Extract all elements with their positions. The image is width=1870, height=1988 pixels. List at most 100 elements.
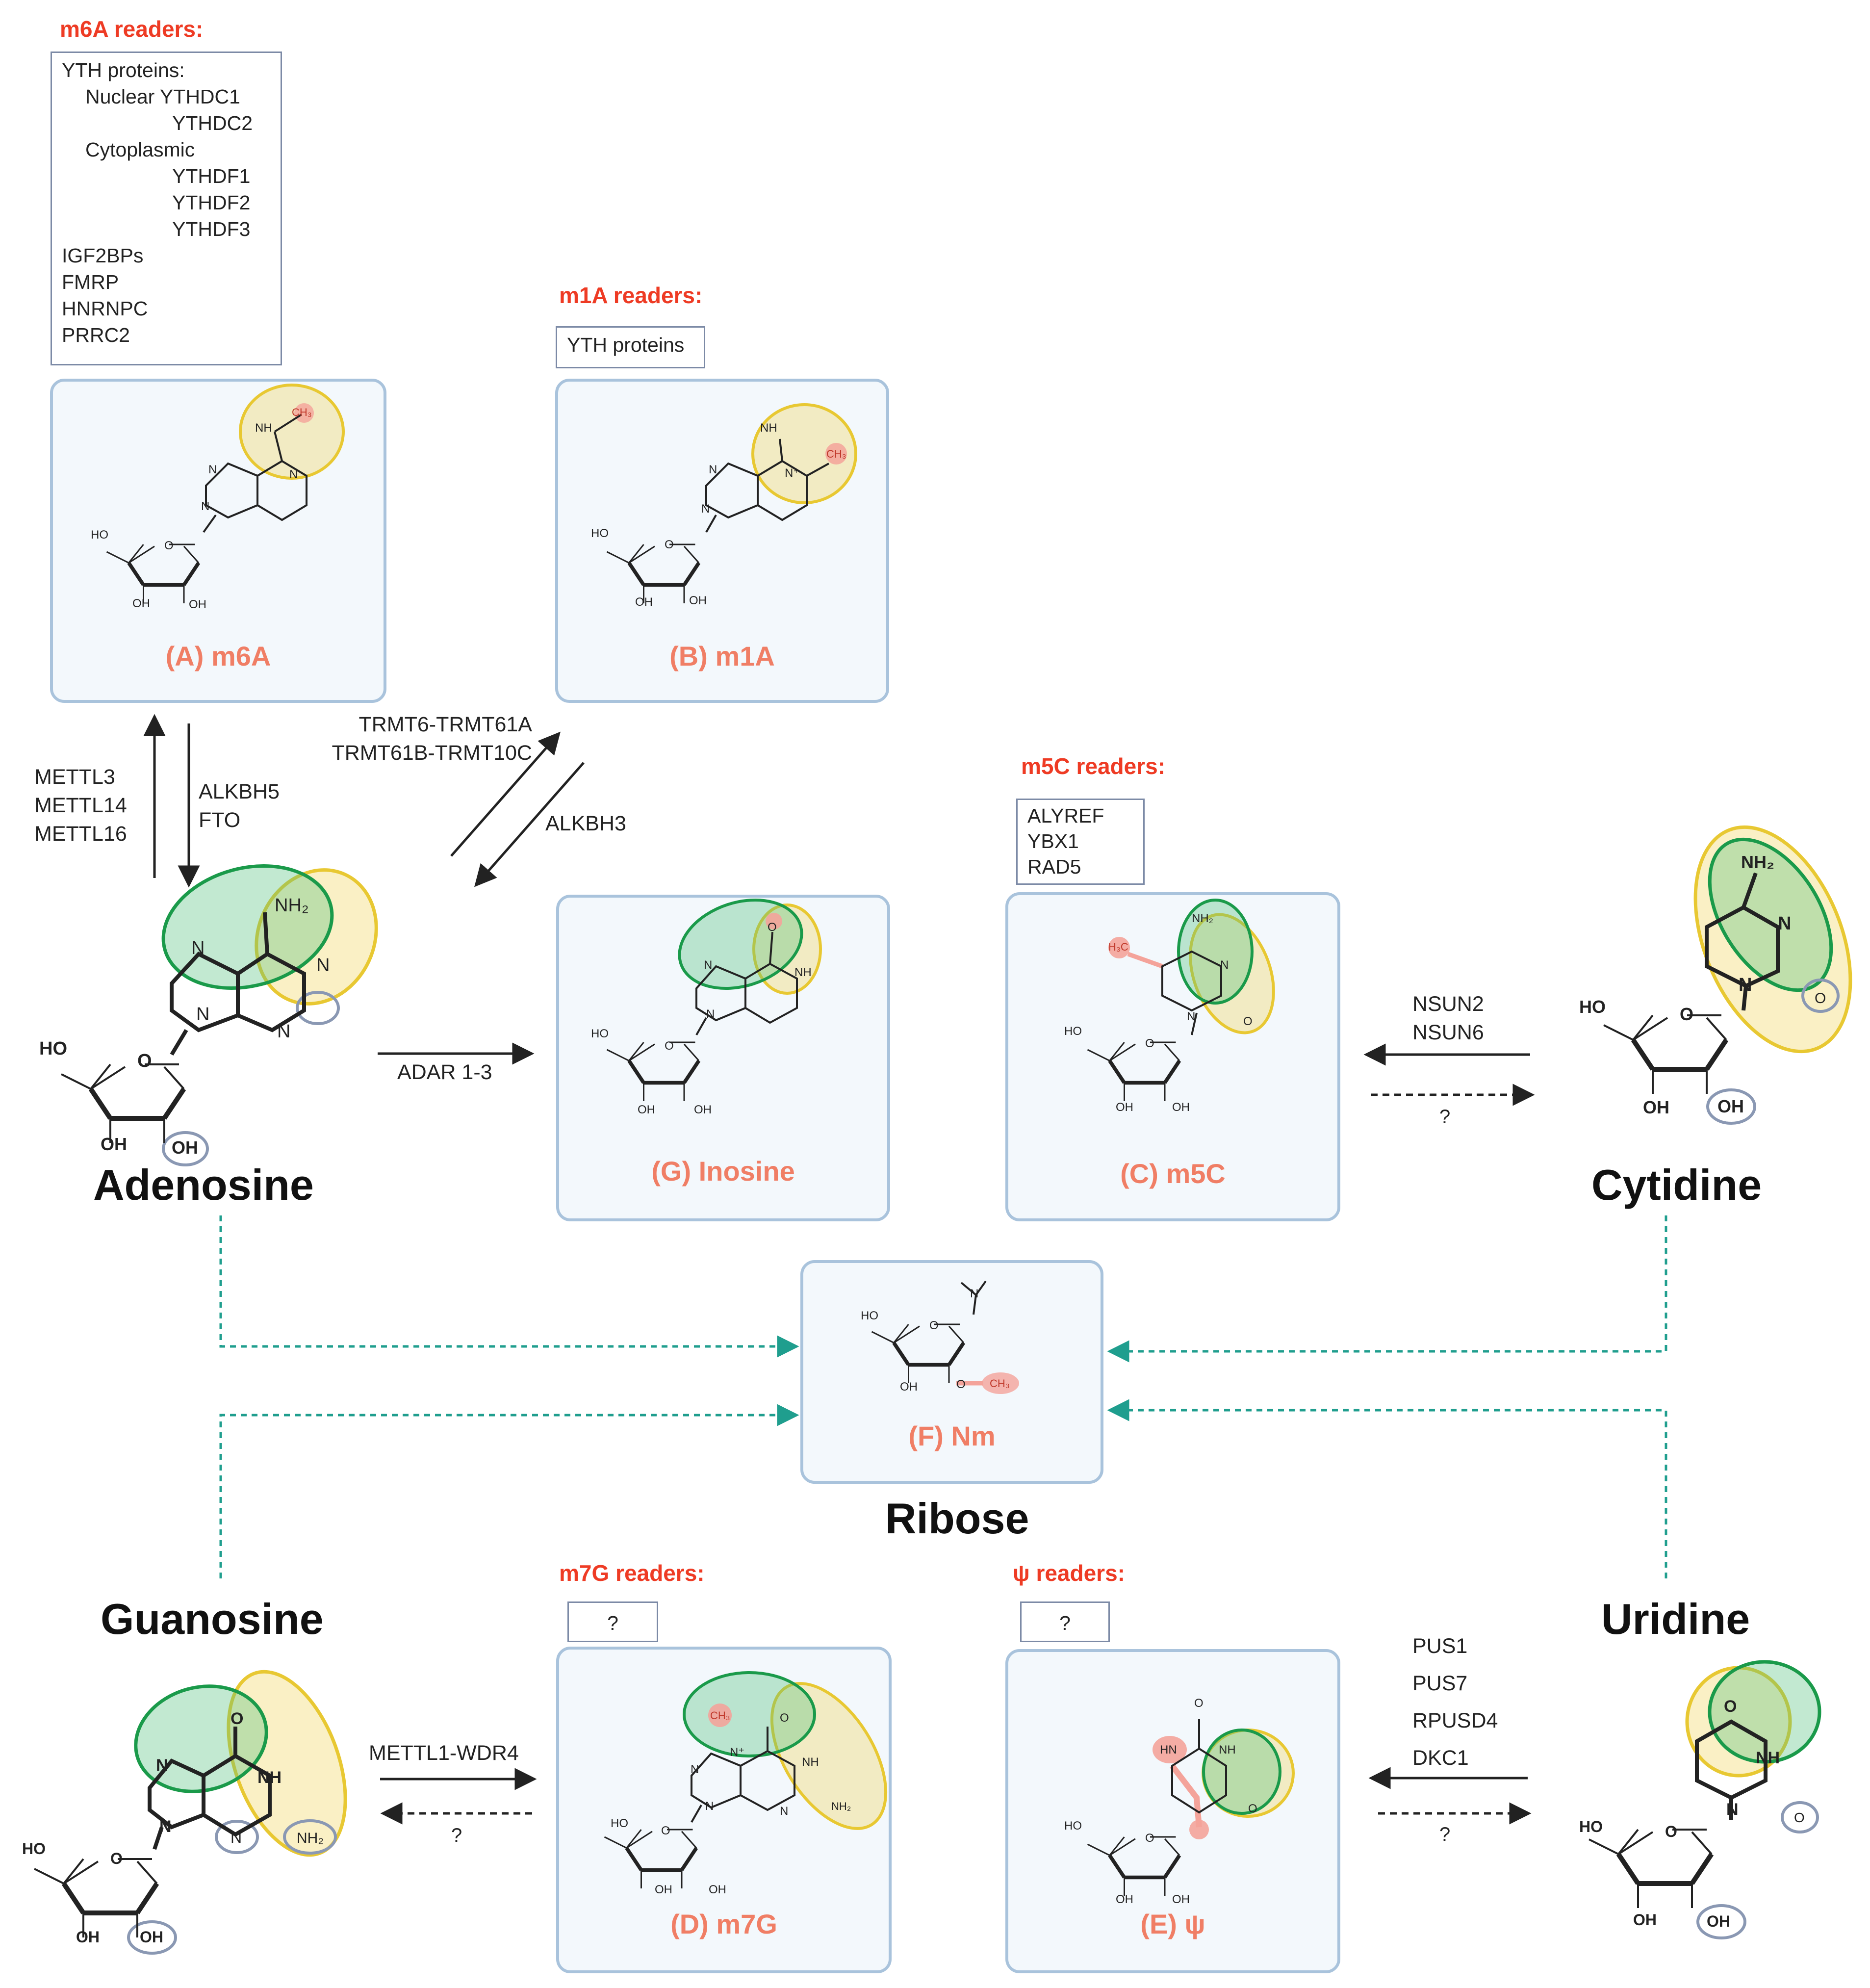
m5c-structure bbox=[1161, 950, 1222, 1035]
atom-label: O bbox=[231, 1709, 243, 1728]
atom-label: O bbox=[1680, 1004, 1693, 1024]
m6a-structure bbox=[203, 413, 307, 533]
m7g-readers-title: m7G readers: bbox=[559, 1560, 705, 1586]
atom-label: NH bbox=[255, 421, 272, 435]
reader-item: Cytoplasmic bbox=[85, 138, 195, 161]
nm-structure bbox=[960, 1280, 987, 1315]
enzyme-name: PUS1 bbox=[1412, 1634, 1468, 1658]
enzyme-name: METTL14 bbox=[34, 794, 127, 817]
psi-hn-dot bbox=[1153, 1736, 1187, 1763]
adar-enzyme: ADAR 1-3 bbox=[397, 1060, 492, 1084]
label-psi: (E) ψ bbox=[1140, 1909, 1205, 1939]
reader-item: HNRNPC bbox=[62, 297, 148, 320]
atom-label: OH bbox=[1633, 1911, 1657, 1929]
atom-label: O bbox=[661, 1824, 670, 1837]
psi-unknown: ? bbox=[1439, 1824, 1451, 1845]
atom-label: O bbox=[665, 538, 674, 551]
atom-label: N bbox=[1739, 975, 1752, 995]
panel-inosine bbox=[556, 895, 890, 1221]
cytidine-o-ring bbox=[1801, 979, 1840, 1013]
m1a-writers: TRMT6-TRMT61A TRMT61B-TRMT10C bbox=[292, 710, 532, 767]
atom-label: NH bbox=[257, 1768, 282, 1787]
atom-label: OH bbox=[1643, 1097, 1669, 1117]
adenosine-to-nm-connector bbox=[219, 1215, 799, 1358]
atom-label: CH₃ bbox=[826, 448, 846, 460]
atom-label: N bbox=[701, 502, 710, 516]
m1a-yellow-highlight bbox=[751, 403, 857, 504]
nucleoside-adenosine: Adenosine bbox=[93, 1161, 314, 1209]
atom-label: O bbox=[1724, 1697, 1737, 1716]
m1a-readers-title: m1A readers: bbox=[559, 283, 703, 308]
guanosine-n-ring bbox=[215, 1820, 259, 1854]
enzyme-name: TRMT6-TRMT61A bbox=[359, 713, 532, 736]
m1a-eraser: ALKBH3 bbox=[545, 812, 626, 835]
atom-label: N bbox=[156, 1756, 168, 1775]
panel-nm bbox=[800, 1260, 1103, 1484]
label-m5c: (C) m5C bbox=[1120, 1158, 1226, 1189]
atom-label: HO bbox=[1579, 997, 1606, 1017]
nucleoside-ribose: Ribose bbox=[885, 1494, 1029, 1543]
reader-item: YTHDF1 bbox=[172, 165, 251, 187]
atom-label: OH bbox=[76, 1928, 100, 1946]
m5c-unknown: ? bbox=[1439, 1106, 1451, 1128]
atom-label: O bbox=[1794, 1810, 1805, 1825]
enzyme-name: ALKBH5 bbox=[199, 780, 280, 803]
atom-label: OH bbox=[140, 1928, 163, 1946]
atom-label: N bbox=[289, 468, 298, 481]
atom-label: OH bbox=[900, 1380, 918, 1394]
label-m1a: (B) m1A bbox=[669, 641, 775, 671]
atom-label: CH₃ bbox=[710, 1709, 730, 1722]
atom-label: OH bbox=[655, 1883, 672, 1896]
atom-label: O bbox=[1665, 1823, 1677, 1840]
atom-label: OH bbox=[1707, 1912, 1730, 1930]
reader-item: FMRP bbox=[62, 271, 119, 293]
m7g-yellow-highlight bbox=[770, 1682, 888, 1830]
reader-item: IGF2BPs bbox=[62, 244, 144, 267]
atom-label: HO bbox=[1579, 1818, 1603, 1835]
atom-label: OH bbox=[1116, 1101, 1133, 1114]
atom-label: NH bbox=[802, 1756, 819, 1769]
m6a-erasers: ALKBH5 FTO bbox=[199, 777, 280, 834]
atom-label: N bbox=[970, 1287, 978, 1300]
atom-label: O bbox=[164, 539, 174, 552]
m6a-yellow-highlight bbox=[239, 384, 345, 480]
panel-m5c bbox=[1005, 892, 1340, 1221]
reader-item: YTHDC2 bbox=[172, 112, 253, 134]
nucleoside-uridine: Uridine bbox=[1601, 1595, 1750, 1643]
atom-label: O bbox=[1243, 1015, 1253, 1028]
atom-label: N bbox=[231, 1829, 242, 1846]
atom-label: HN bbox=[1160, 1743, 1177, 1756]
label-nm: (F) Nm bbox=[908, 1420, 996, 1451]
atom-label: N bbox=[1220, 958, 1229, 972]
atom-label: HO bbox=[39, 1038, 67, 1059]
atom-label: HO bbox=[611, 1817, 628, 1830]
atom-label: O bbox=[780, 1711, 789, 1725]
atom-label: OH bbox=[189, 598, 206, 611]
psi-green-highlight bbox=[1202, 1729, 1281, 1815]
atom-label: NH₂ bbox=[275, 895, 309, 916]
m1a-readers-box: YTH proteins bbox=[556, 326, 705, 368]
reader-item: ? bbox=[607, 1612, 618, 1634]
atom-label: N bbox=[159, 1817, 172, 1836]
m5c-green-highlight bbox=[1177, 899, 1254, 1005]
enzyme-name: DKC1 bbox=[1412, 1746, 1469, 1770]
atom-label: HO bbox=[1064, 1025, 1082, 1038]
enzyme-name: METTL3 bbox=[34, 765, 115, 789]
atom-label: N bbox=[191, 938, 205, 958]
atom-label: HO bbox=[591, 1027, 609, 1040]
panel-m1a bbox=[555, 379, 889, 703]
m1a-methyl-dot bbox=[825, 443, 847, 465]
atom-label: NH bbox=[1219, 1743, 1236, 1756]
atom-label: O bbox=[110, 1850, 123, 1867]
atom-label: N bbox=[316, 955, 330, 976]
reader-item: YTHDF2 bbox=[172, 191, 251, 214]
atom-label: O bbox=[665, 1039, 674, 1053]
atom-label: N⁺ bbox=[730, 1746, 744, 1759]
atom-label: O bbox=[1145, 1037, 1154, 1050]
atom-label: N bbox=[208, 463, 217, 476]
atom-label: N bbox=[704, 958, 712, 972]
m7g-unknown: ? bbox=[451, 1825, 462, 1846]
enzyme-name: TRMT61B-TRMT10C bbox=[332, 741, 532, 765]
psi-writers: PUS1 PUS7 RPUSD4 DKC1 bbox=[1412, 1627, 1498, 1777]
